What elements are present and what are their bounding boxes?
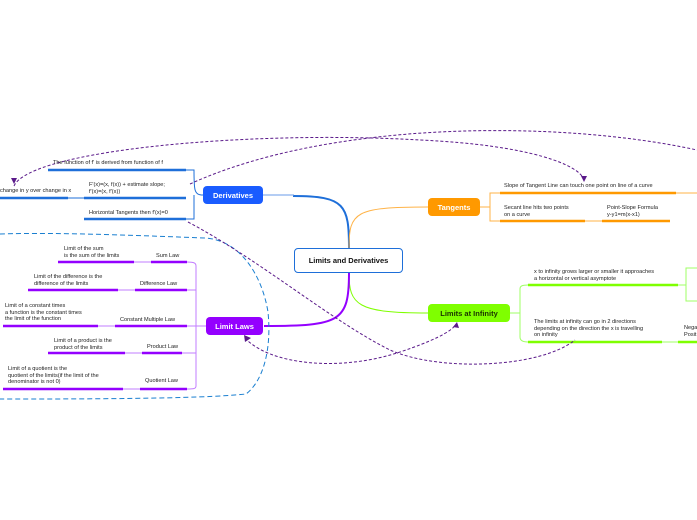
branch-tangents[interactable]: Tangents [428, 198, 480, 216]
infinity-item[interactable]: Nega Posit [684, 325, 697, 338]
law-description-product[interactable]: Limit of a product is the product of the… [54, 338, 112, 351]
derivatives-item[interactable]: The function of f' is derived from funct… [53, 160, 163, 166]
law-description-constant-multiple[interactable]: Limit of a constant times a function is … [5, 303, 82, 323]
central-topic[interactable]: Limits and Derivatives [294, 248, 403, 273]
infinity-item[interactable]: x to infinity grows larger or smaller it… [534, 269, 655, 282]
derivatives-item[interactable]: Horizontal Tangents then f'(x)=0 [89, 210, 168, 216]
law-name-quotient[interactable]: Quotient Law [145, 378, 178, 384]
relationship-derivatives-infinity [187, 221, 576, 365]
law-name-product[interactable]: Product Law [147, 344, 179, 350]
tangents-item[interactable]: Slope of Tangent Line can touch one poin… [504, 183, 653, 189]
infinity-link-2 [519, 313, 529, 343]
law-description-difference[interactable]: Limit of the difference is the differenc… [34, 274, 103, 287]
law-description-quotient[interactable]: Limit of a quotient is the quotient of t… [8, 366, 99, 386]
tangents-link-2 [489, 207, 500, 222]
branch-limits-at-infinity[interactable]: Limits at Infinity [428, 304, 510, 322]
connector-tangents [348, 206, 429, 249]
connector-derivatives [292, 195, 350, 249]
relationship-arrowhead-1 [581, 176, 587, 182]
branch-derivatives[interactable]: Derivatives [203, 186, 263, 204]
relationship-arrowhead-3 [244, 335, 251, 342]
tangents-item[interactable]: Point-Slope Formula y-y1=m(x-x1) [607, 205, 658, 218]
relationship-laws-infinity [244, 323, 457, 364]
derivatives-link-4 [186, 195, 195, 220]
relationship-arrowhead-2 [11, 178, 17, 184]
law-description-sum[interactable]: Limit of the sum is the sum of the limit… [64, 246, 120, 259]
law-name-sum[interactable]: Sum Law [156, 253, 180, 259]
laws-links [182, 261, 206, 390]
tangents-link-1 [480, 192, 500, 208]
derivatives-item[interactable]: F'(x)=(x, f(x)) + estimate slope; f'(x)=… [89, 182, 165, 195]
derivatives-item[interactable]: change in y over change in x [0, 188, 72, 194]
infinity-item[interactable]: The limits at infinity can go in 2 direc… [534, 319, 644, 339]
connector-limits-infinity [348, 272, 429, 314]
relationship-arrowhead-4 [453, 322, 459, 328]
infinity-link-1 [510, 284, 529, 314]
relationship-derivatives-tangents [13, 136, 585, 187]
limit-laws-boundary [0, 232, 270, 400]
derivatives-link-1 [186, 169, 204, 196]
tangents-item[interactable]: Secant line hits two points on a curve [504, 205, 569, 218]
law-name-constant-multiple[interactable]: Constant Multiple Law [120, 317, 176, 323]
law-name-difference[interactable]: Difference Law [140, 281, 178, 287]
branch-limit-laws[interactable]: Limit Laws [206, 317, 263, 335]
relationship-derivatives-offscreen [189, 130, 697, 185]
infinity-link-offscreen [678, 267, 697, 302]
